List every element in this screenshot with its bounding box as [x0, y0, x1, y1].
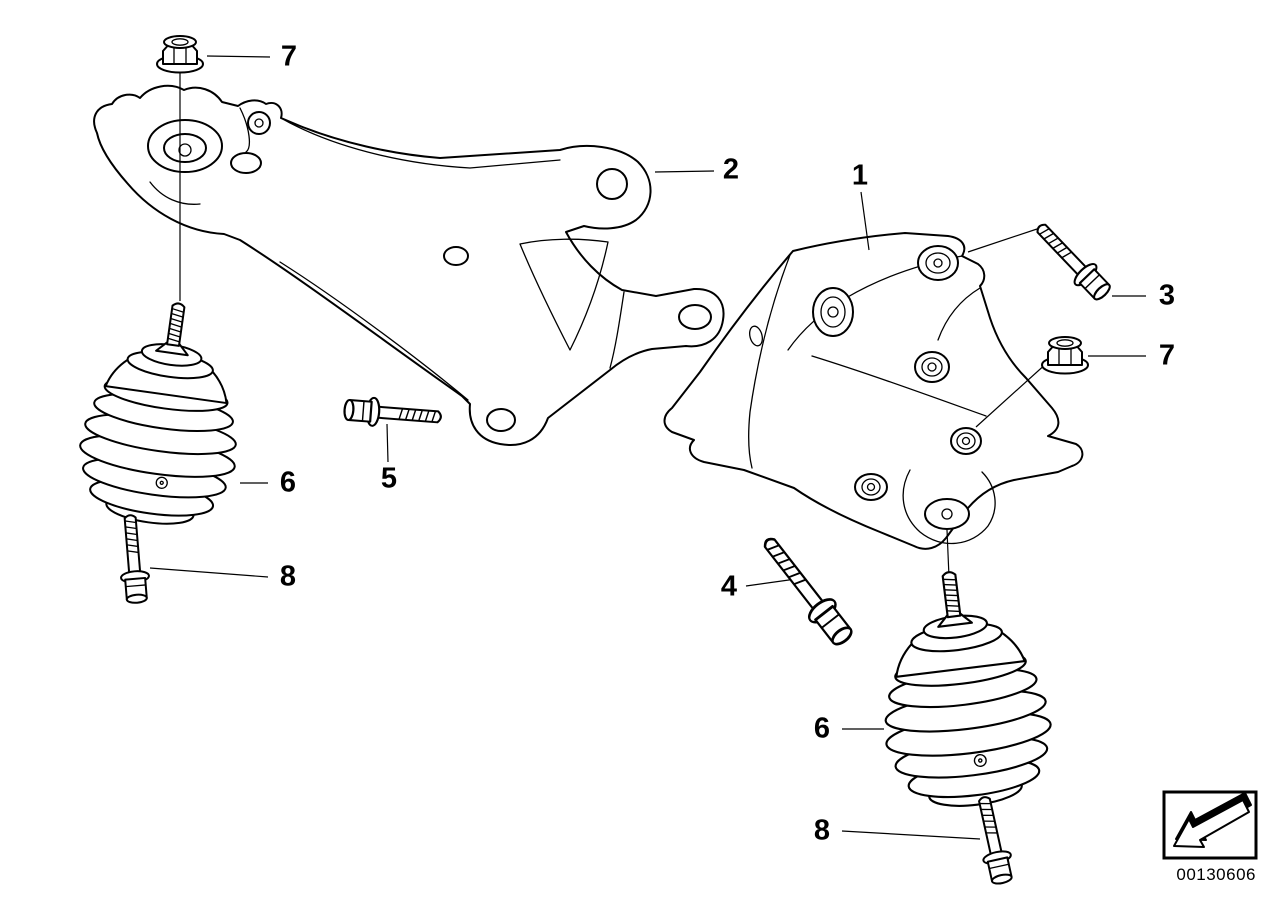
callout-8-left[interactable]: 8 [279, 560, 297, 593]
bolt-8-left-drawing [114, 513, 153, 605]
engine-mount-right-drawing [865, 561, 1061, 816]
callout-1[interactable]: 1 [851, 159, 869, 192]
callout-8-right[interactable]: 8 [813, 814, 831, 847]
engine-support-bracket-drawing [663, 232, 1084, 550]
diagram-part-number: 00130606 [1176, 865, 1256, 884]
callout-2[interactable]: 2 [722, 153, 740, 186]
callout-7-right[interactable]: 7 [1158, 339, 1176, 372]
leader-lines [149, 55, 1146, 840]
callout-6-right[interactable]: 6 [813, 712, 831, 745]
callout-3[interactable]: 3 [1158, 279, 1176, 312]
callout-5[interactable]: 5 [380, 462, 398, 495]
callout-7-top[interactable]: 7 [280, 40, 298, 73]
bolt-4-drawing [753, 529, 859, 652]
engine-mount-left-drawing [69, 291, 258, 535]
flange-nut-right-drawing [1041, 336, 1089, 375]
transmission-bracket-drawing [93, 84, 725, 446]
bolt-5-drawing [342, 394, 443, 433]
bolt-3-drawing [1028, 215, 1117, 306]
callout-6-left[interactable]: 6 [279, 466, 297, 499]
callout-4[interactable]: 4 [720, 570, 738, 603]
direction-arrow-icon [1162, 790, 1258, 860]
flange-nut-top-drawing [156, 35, 204, 74]
bolt-8-right-drawing [969, 793, 1018, 887]
